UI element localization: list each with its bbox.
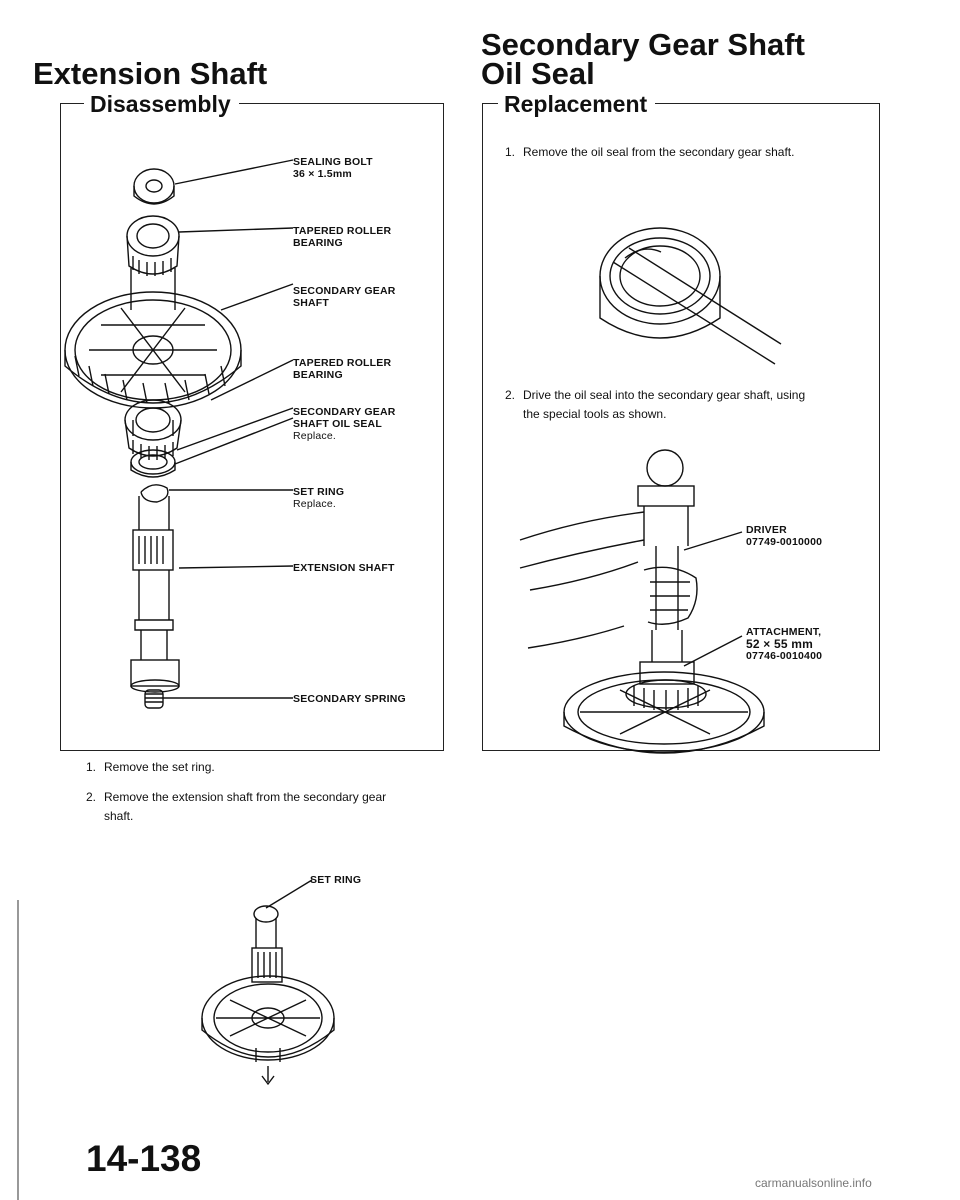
left-step-1: 1. Remove the set ring.	[86, 760, 215, 774]
secondary-spring-label: SECONDARY SPRING	[293, 693, 406, 705]
right-step-1: 1. Remove the oil seal from the secondar…	[505, 145, 795, 159]
extension-shaft-label: EXTENSION SHAFT	[293, 562, 395, 574]
secondary-gear-drawing	[64, 268, 242, 436]
secondary-spring-drawing	[144, 689, 164, 709]
binding-margin-line	[17, 900, 19, 1200]
lower-bearing-drawing	[124, 399, 182, 460]
footer-url: carmanualsonline.info	[755, 1176, 872, 1190]
gear-assembly-illustration	[201, 879, 335, 1086]
page-number: 14-138	[86, 1138, 202, 1179]
upper-bearing-drawing	[126, 215, 180, 276]
exploded-view-illustration	[64, 159, 294, 709]
tool-installation-illustration	[519, 449, 765, 754]
oil-seal-heading: Oil Seal	[481, 56, 595, 91]
replacement-panel	[482, 103, 880, 751]
right-step-2: 2. Drive the oil seal into the secondary…	[505, 388, 806, 421]
extension-shaft-drawing	[130, 496, 180, 693]
oil-seal-drawing	[130, 449, 176, 478]
set-ring-label: SET RING Replace.	[293, 486, 345, 510]
sealing-bolt-drawing	[133, 168, 175, 205]
oil-seal-removal-illustration	[599, 227, 782, 365]
set-ring-lower-label: SET RING	[310, 874, 362, 886]
left-step-2: 2. Remove the extension shaft from the s…	[86, 790, 387, 823]
set-ring-drawing	[140, 484, 169, 503]
extension-shaft-heading: Extension Shaft	[33, 56, 268, 91]
secondary-gear-shaft-heading: Secondary Gear Shaft	[481, 27, 805, 62]
disassembly-panel-title: Disassembly	[84, 93, 239, 116]
disassembly-panel	[60, 103, 444, 751]
replacement-panel-title: Replacement	[498, 93, 656, 116]
